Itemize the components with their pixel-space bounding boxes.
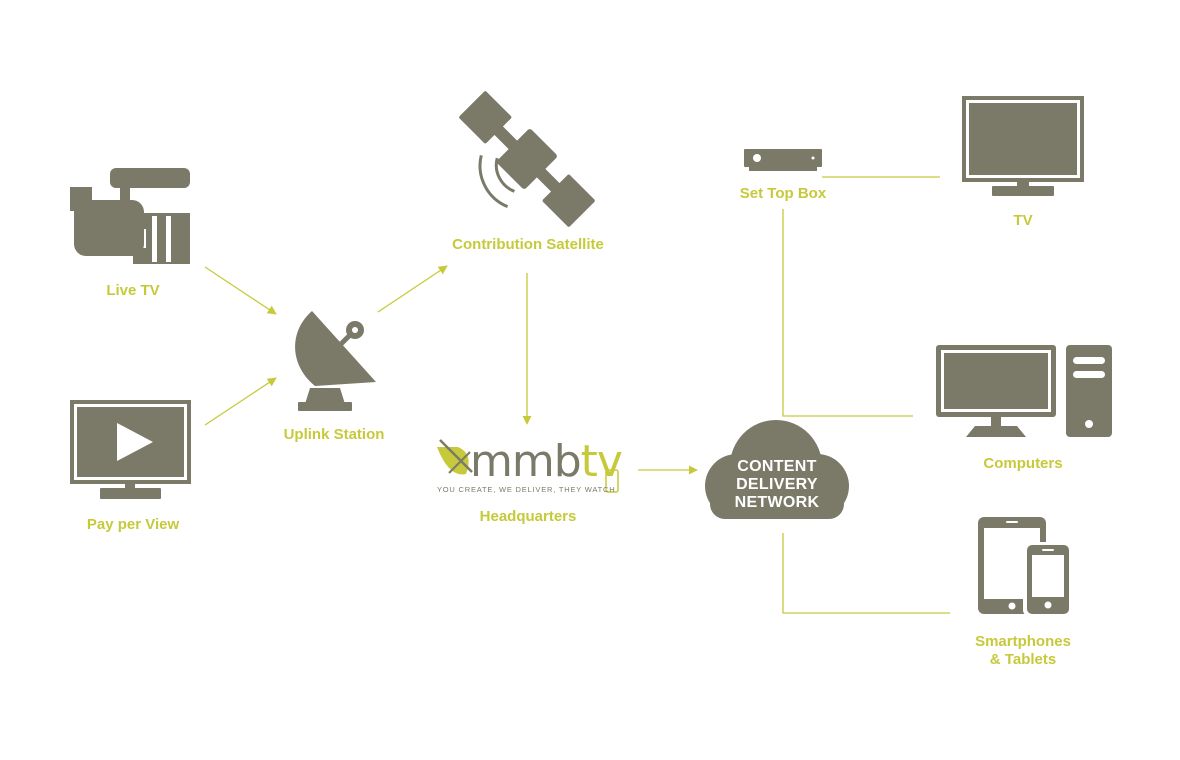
node-label: Headquarters: [480, 508, 577, 525]
arrow-uplink-to-satellite: [377, 265, 448, 313]
node-pay-per-view: Pay per View: [70, 400, 191, 533]
line-stb-to-computers: [782, 209, 913, 417]
node-label: Live TV: [106, 282, 159, 299]
node-smartphones-tablets: Smartphones & Tablets: [975, 517, 1071, 668]
node-uplink-station: Uplink Station: [284, 311, 385, 443]
node-tv: TV: [962, 96, 1084, 229]
node-label: Computers: [983, 455, 1062, 472]
line-cdn-to-smartphones: [782, 533, 950, 614]
logo-dish-icon: [437, 439, 473, 475]
cdn-line-3: NETWORK: [735, 494, 820, 511]
arrow-ppv-to-uplink: [204, 377, 277, 426]
node-set-top-box: Set Top Box: [740, 149, 827, 202]
connectors: [204, 176, 950, 614]
node-label: Uplink Station: [284, 426, 385, 443]
cdn-line-1: CONTENT: [737, 458, 816, 475]
node-contribution-satellite: Contribution Satellite: [452, 91, 604, 253]
node-headquarters: mmbtv YOU CREATE, WE DELIVER, THEY WATCH…: [437, 436, 623, 525]
logo-part-2: tv: [581, 436, 622, 487]
set-top-box-icon: [744, 149, 822, 171]
node-label: Pay per View: [87, 516, 180, 533]
node-live-tv: Live TV: [70, 168, 190, 299]
cdn-line-2: DELIVERY: [736, 476, 818, 493]
video-camera-icon: [70, 168, 190, 264]
logo-part-1: mmb: [470, 436, 581, 487]
node-label: Contribution Satellite: [452, 236, 604, 253]
mmbtv-logo: mmbtv YOU CREATE, WE DELIVER, THEY WATCH: [437, 436, 623, 494]
node-label: Smartphones: [975, 633, 1071, 650]
logo-wordmark: mmbtv: [470, 436, 622, 487]
satellite-icon: [459, 91, 595, 227]
arrow-livetv-to-uplink: [204, 266, 277, 315]
cloud-icon: [705, 420, 849, 519]
logo-tagline: YOU CREATE, WE DELIVER, THEY WATCH: [437, 485, 615, 494]
desktop-computer-icon: [936, 345, 1112, 437]
play-monitor-icon: [70, 400, 191, 499]
node-label: TV: [1013, 212, 1032, 229]
node-cdn: CONTENT DELIVERY NETWORK: [705, 420, 849, 519]
node-label: & Tablets: [990, 651, 1056, 668]
node-label: Set Top Box: [740, 185, 827, 202]
node-computers: Computers: [936, 345, 1112, 472]
tv-icon: [962, 96, 1084, 196]
logo-phone-icon: [605, 469, 619, 493]
satellite-dish-icon: [295, 311, 376, 411]
smartphone-icon: [1023, 542, 1071, 616]
